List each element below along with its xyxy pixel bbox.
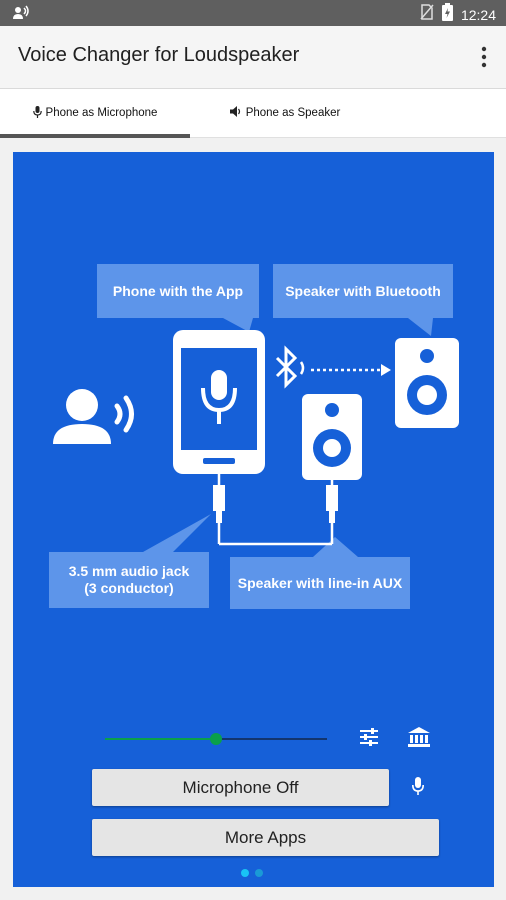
aux-speaker-icon [302, 394, 362, 480]
bubble-tail [408, 318, 433, 336]
volume-slider-thumb[interactable] [210, 733, 222, 745]
tab-phone-as-microphone[interactable]: Phone as Microphone [0, 89, 190, 137]
audio-cable-icon [213, 474, 338, 546]
label-speaker-bluetooth: Speaker with Bluetooth [273, 264, 453, 318]
bluetooth-icon [275, 345, 305, 389]
bluetooth-speaker-icon [395, 338, 459, 428]
label-audio-jack-line1: 3.5 mm audio jack [68, 563, 190, 579]
tab-selected-indicator [0, 134, 190, 138]
label-audio-jack: 3.5 mm audio jack (3 conductor) [49, 552, 209, 608]
sound-waves-icon [114, 395, 134, 433]
arrow-head [381, 364, 391, 376]
volume-slider-fill [105, 738, 216, 740]
bank-icon[interactable] [408, 727, 430, 752]
app-bar: Voice Changer for Loudspeaker [0, 26, 506, 88]
overflow-menu-icon[interactable] [476, 46, 492, 68]
connection-diagram [53, 318, 459, 557]
microphone-toggle-button[interactable]: Microphone Off [92, 769, 389, 806]
bubble-tail [313, 537, 358, 557]
tab-phone-as-speaker[interactable]: Phone as Speaker [190, 89, 380, 137]
diagram-panel: Phone with the App Speaker with Bluetoot… [13, 152, 494, 887]
app-title: Voice Changer for Loudspeaker [18, 44, 300, 66]
app-bar-divider [0, 88, 506, 89]
microphone-icon [32, 105, 42, 121]
battery-icon [441, 3, 453, 26]
label-speaker-aux: Speaker with line-in AUX [230, 557, 410, 609]
bubble-tail [223, 318, 253, 332]
no-sim-icon [420, 4, 434, 25]
page-indicator [241, 869, 263, 877]
tab-label: Phone as Speaker [245, 107, 341, 119]
bubble-tail [143, 514, 211, 552]
more-apps-button[interactable]: More Apps [92, 819, 439, 856]
status-bar: 12:24 [0, 0, 506, 26]
page-dot-active[interactable] [241, 869, 249, 877]
page-dot[interactable] [255, 869, 263, 877]
phone-icon [173, 330, 265, 474]
speaker-icon [229, 106, 242, 120]
tab-bar: Phone as Microphone Phone as Speaker [0, 89, 506, 138]
microphone-icon[interactable] [412, 777, 424, 800]
label-phone-with-app: Phone with the App [97, 264, 259, 318]
status-time: 12:24 [460, 6, 496, 23]
notification-icon [12, 5, 30, 26]
person-icon [53, 389, 111, 444]
tab-label: Phone as Microphone [45, 107, 158, 119]
volume-slider[interactable] [105, 733, 327, 745]
equalizer-icon[interactable] [359, 728, 379, 751]
label-audio-jack-line2: (3 conductor) [84, 580, 174, 596]
